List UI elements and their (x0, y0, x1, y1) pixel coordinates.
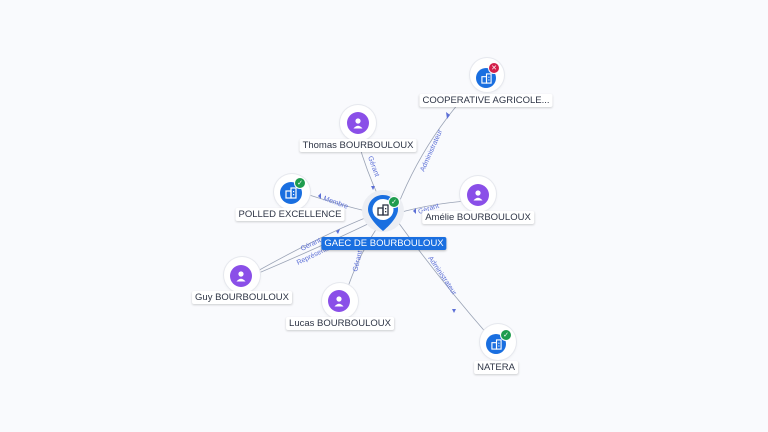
edge-cooperative (397, 103, 459, 206)
node-label-guy[interactable]: Guy BOURBOULOUX (192, 291, 292, 304)
arrow-cooperative (446, 112, 450, 119)
arrow-thomas (371, 186, 375, 190)
active-status-icon: ✓ (500, 329, 512, 341)
node-label-natera[interactable]: NATERA (474, 361, 518, 374)
arrow-amelie (413, 208, 416, 214)
node-label-lucas[interactable]: Lucas BOURBOULOUX (286, 317, 394, 330)
user-icon (347, 112, 369, 134)
edge-label-natera: Administrateur (426, 255, 457, 297)
edge-guy-gerant (253, 215, 371, 274)
edge-natera (397, 221, 489, 336)
edge-label-lucas: Gérant (352, 250, 364, 273)
user-icon (467, 184, 489, 206)
arrow-natera (452, 309, 456, 313)
node-label-polled[interactable]: POLLED EXCELLENCE (235, 208, 345, 221)
node-label-cooperative[interactable]: COOPERATIVE AGRICOLE... (419, 94, 553, 107)
node-label-amelie[interactable]: Amélie BOURBOULOUX (422, 211, 534, 224)
edge-label-cooperative: Administrateur (419, 128, 444, 173)
node-label-thomas[interactable]: Thomas BOURBOULOUX (299, 139, 417, 152)
active-status-icon: ✓ (388, 196, 400, 208)
node-label-center[interactable]: GAEC DE BOURBOULOUX (321, 237, 447, 250)
user-icon (230, 265, 252, 287)
arrow-guy (336, 229, 340, 234)
active-status-icon: ✓ (294, 177, 306, 189)
arrow-polled (318, 193, 321, 199)
edge-label-thomas: Gérant (366, 155, 380, 178)
closed-status-icon: ✕ (488, 62, 500, 74)
user-icon (328, 290, 350, 312)
edge-guy-representant (253, 221, 373, 276)
